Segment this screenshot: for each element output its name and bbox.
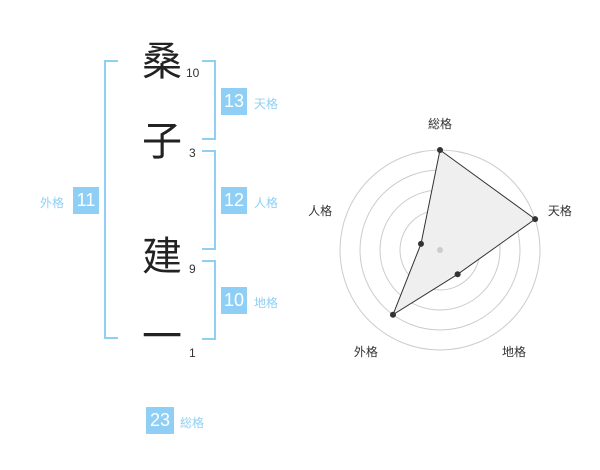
radar-axis-label: 総格 <box>428 116 452 131</box>
radar-point <box>389 311 396 318</box>
name-char-4: 一 <box>142 314 182 360</box>
gaikaku-badge: 11 <box>73 187 99 214</box>
radar-point <box>532 216 539 223</box>
stroke-count-2: 3 <box>189 146 196 160</box>
radar-axis-label: 人格 <box>308 203 332 218</box>
chikaku-bracket <box>202 260 216 340</box>
radar-axis-label: 外格 <box>354 344 378 359</box>
radar-point <box>454 271 461 278</box>
chikaku-label: 地格 <box>254 296 279 310</box>
jinkaku-label: 人格 <box>254 196 279 210</box>
radar-area <box>391 149 536 316</box>
gaikaku-bracket <box>104 60 118 339</box>
radar-center-dot <box>437 247 443 253</box>
tenkaku-bracket <box>202 60 216 140</box>
tenkaku-badge: 13 <box>221 88 247 115</box>
soukaku-badge: 23 <box>146 407 174 434</box>
jinkaku-badge: 12 <box>221 187 247 214</box>
gaikaku-label: 外格 <box>40 196 65 210</box>
radar-axis-label: 地格 <box>502 344 526 359</box>
radar-points <box>389 147 539 318</box>
name-char-1: 桑 <box>142 39 182 85</box>
tenkaku-label: 天格 <box>254 97 279 111</box>
stroke-count-4: 1 <box>189 346 196 360</box>
soukaku-label: 総格 <box>180 416 205 430</box>
jinkaku-bracket <box>202 150 216 250</box>
stroke-count-3: 9 <box>189 262 196 276</box>
radar-point <box>417 240 424 247</box>
name-char-3: 建 <box>142 234 182 280</box>
radar-point <box>437 147 443 153</box>
radar-axis-label: 天格 <box>548 203 572 218</box>
stroke-count-1: 10 <box>186 66 200 80</box>
chikaku-badge: 10 <box>221 287 247 314</box>
name-char-2: 子 <box>142 119 182 165</box>
